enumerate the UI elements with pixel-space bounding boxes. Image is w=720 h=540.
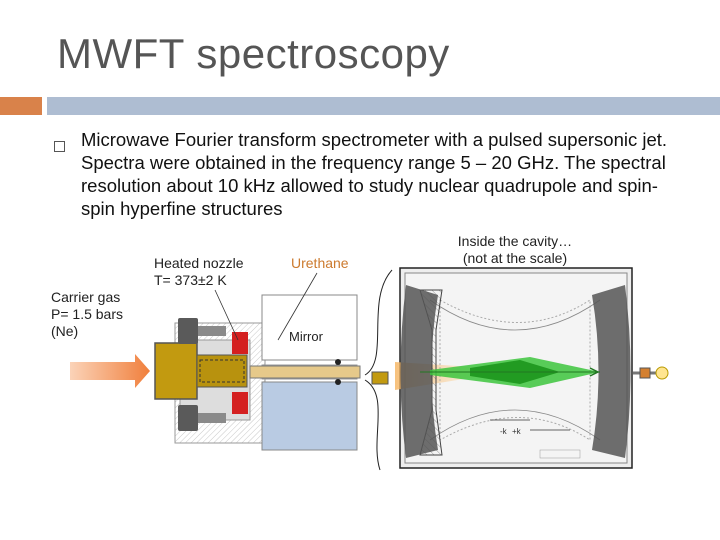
wave-label-minus: -k bbox=[500, 427, 508, 436]
output-connector bbox=[633, 366, 669, 380]
urethane-leader bbox=[277, 272, 318, 341]
nozzle-label: Heated nozzle T= 373±2 K bbox=[154, 255, 244, 288]
nozzle-leader bbox=[214, 289, 239, 341]
cavity-diagram bbox=[395, 267, 633, 469]
accent-bar bbox=[0, 97, 42, 115]
bullet-text: Microwave Fourier transform spectrometer… bbox=[81, 129, 668, 219]
nozzle-assembly bbox=[154, 294, 361, 451]
header-bar bbox=[47, 97, 720, 115]
gas-flow-arrow bbox=[70, 354, 150, 388]
cavity-nozzle bbox=[371, 371, 389, 385]
mirror-label: Mirror bbox=[289, 329, 323, 344]
wave-label-plus: +k bbox=[512, 427, 522, 436]
cavity-caption: Inside the cavity… (not at the scale) bbox=[457, 233, 573, 266]
bullet-icon bbox=[54, 141, 65, 152]
zoom-lines bbox=[364, 269, 393, 471]
slide-title: MWFT spectroscopy bbox=[57, 30, 450, 77]
urethane-label: Urethane bbox=[291, 255, 349, 271]
carrier-gas-label: Carrier gas P= 1.5 bars (Ne) bbox=[51, 289, 123, 339]
